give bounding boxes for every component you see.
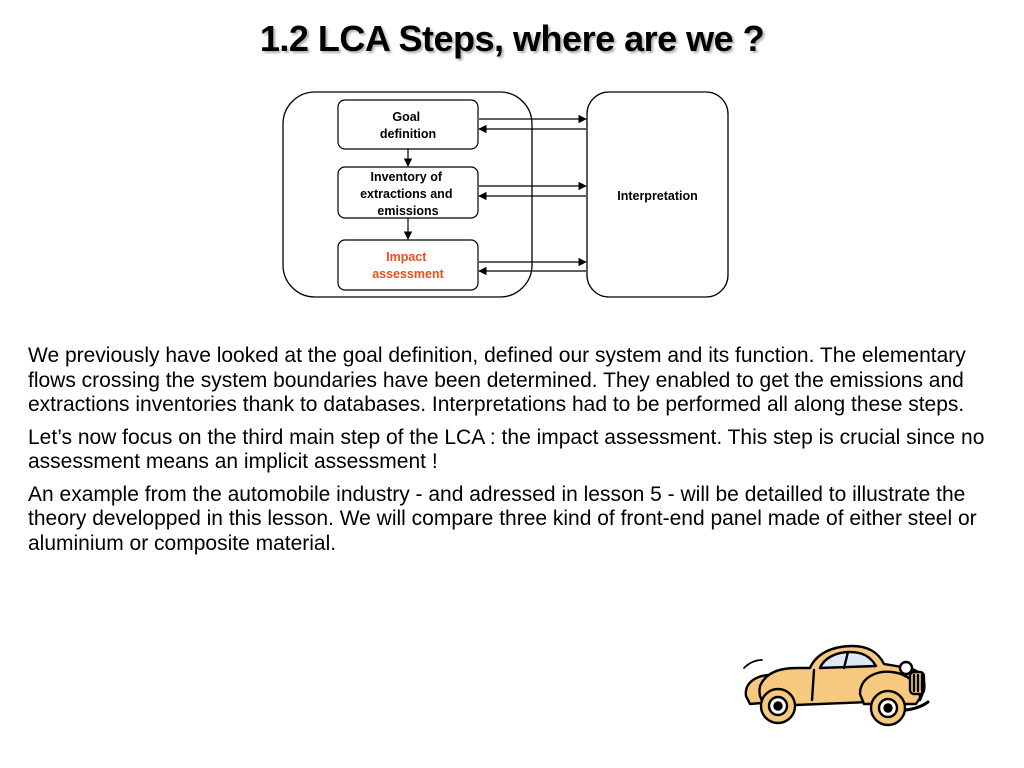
inventory-line-2: extractions and [360,187,452,201]
impact-assessment-label: Impact assessment [372,250,444,281]
lca-steps-diagram: Interpretation Goal definition Inventory… [282,91,729,298]
goal-definition-box [337,99,479,150]
goal-definition-line-2: definition [380,127,436,141]
paragraph-2: Let’s now focus on the third main step o… [28,425,985,474]
impact-line-2: assessment [372,267,444,281]
goal-definition-label: Goal definition [380,110,436,141]
interpretation-box [586,91,729,298]
goal-definition-line-1: Goal [392,110,420,124]
impact-line-1: Impact [386,250,427,264]
interpretation-label: Interpretation [617,189,698,203]
body-text: We previously have looked at the goal de… [28,344,1003,564]
impact-assessment-box [337,239,479,291]
slide-title: 1.2 LCA Steps, where are we ? [259,18,765,59]
paragraph-1: We previously have looked at the goal de… [28,344,966,416]
vintage-car-icon [743,644,930,727]
paragraph-3: An example from the automobile industry … [28,482,977,555]
inventory-line-3: emissions [377,204,438,218]
inventory-label: Inventory of extractions and emissions [360,170,456,218]
inventory-line-1: Inventory of [370,170,442,184]
